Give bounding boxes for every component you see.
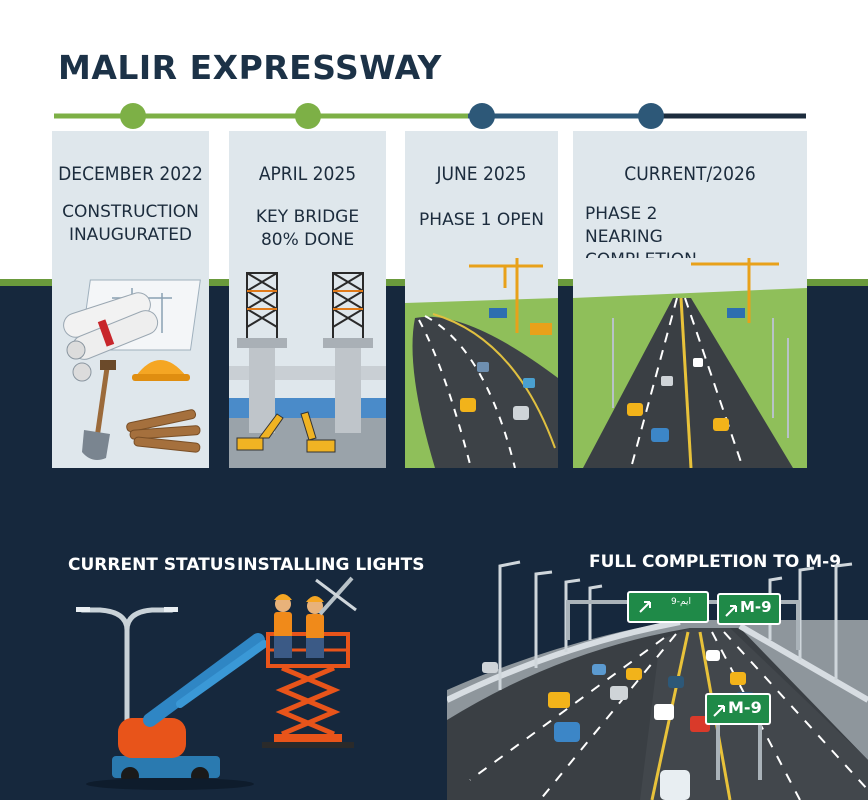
milestone-date: APRIL 2025 (258, 163, 357, 185)
bridge-construction-illustration (229, 268, 386, 468)
milestone-date: CURRENT/2026 (624, 163, 756, 185)
timeline-node-4 (638, 103, 664, 129)
milestone-date: DECEMBER 2022 (58, 163, 203, 185)
milestone-description: CONSTRUCTION INAUGURATED (62, 202, 199, 245)
milestone-card-2: APRIL 2025 KEY BRIDGE 80% DONE (229, 131, 386, 468)
construction-tools-illustration (63, 279, 201, 460)
timeline-node-2 (295, 103, 321, 129)
installing-lights-label: INSTALLING LIGHTS (237, 555, 425, 575)
highway-phase2-illustration (573, 258, 807, 468)
milestone-description: KEY BRIDGE 80% DONE (255, 207, 360, 250)
full-completion-label: FULL COMPLETION TO M-9 (589, 552, 842, 572)
sign-m9-top-text: M-9 (740, 598, 772, 616)
sign-m9-bottom-text: M-9 (728, 698, 762, 717)
highway-phase1-illustration (405, 258, 558, 468)
current-status-label: CURRENT STATUS (68, 555, 236, 575)
milestone-date: JUNE 2025 (436, 163, 527, 185)
sign-urdu-text: ایم-9 (671, 597, 691, 607)
page-title: MALIR EXPRESSWAY (58, 48, 442, 87)
milestone-description: PHASE 1 OPEN (419, 210, 544, 230)
timeline-node-3 (469, 103, 495, 129)
timeline-node-1 (120, 103, 146, 129)
timeline (54, 103, 806, 129)
milestone-card-1: DECEMBER 2022 CONSTRUCTION INAUGURATED (52, 131, 209, 468)
milestone-card-3: JUNE 2025 PHASE 1 OPEN (405, 131, 558, 468)
milestone-card-4: CURRENT/2026 PHASE 2 NEARING COMPLETION (573, 131, 807, 468)
